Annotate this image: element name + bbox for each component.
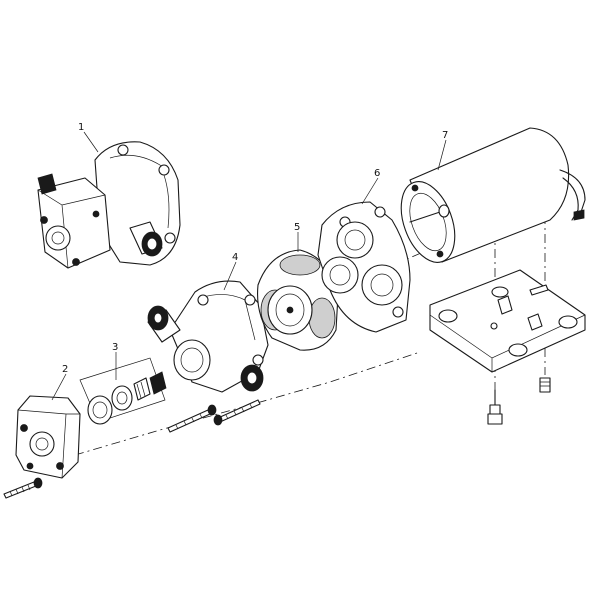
lower-assembly-axis (74, 351, 421, 456)
chamber-right (361, 264, 403, 306)
motor-shaft (409, 211, 441, 223)
pump-head-rear-housing (94, 141, 181, 266)
callout-part-6: 6 (374, 168, 380, 179)
part-4-pump-housing (147, 280, 269, 433)
chamber-upper (336, 221, 374, 259)
bracket-grommet-2 (508, 343, 528, 357)
housing-screw-2 (217, 399, 261, 423)
housing-inlet-bore (173, 339, 211, 381)
front-cap-check-port (45, 225, 71, 251)
callout-part-4: 4 (232, 252, 238, 263)
bracket-grommet-3 (558, 315, 578, 329)
callout-part-5: 5 (294, 222, 300, 233)
valve-disc (111, 385, 133, 411)
callout-part-2: 2 (62, 364, 68, 375)
part-6-chamber-housing (317, 201, 411, 333)
part-callouts: 1 2 3 4 5 6 7 (51, 122, 448, 401)
part-1-pump-head-assembly (37, 141, 181, 269)
callout-part-7: 7 (442, 130, 448, 141)
valve-spring (133, 377, 151, 401)
part-5-diaphragm-plate (257, 249, 339, 351)
part-7-motor (400, 127, 586, 425)
part-2-front-cap (3, 395, 81, 499)
chamber-left (321, 256, 359, 294)
mounting-bolt-left-head (489, 404, 501, 415)
valve-retainer (149, 371, 167, 395)
motor-lead-wire-1 (559, 169, 586, 216)
motor-lead-wire-2 (562, 177, 579, 221)
bracket-grommet-1 (438, 309, 458, 323)
top-port-fitting (37, 173, 57, 195)
valve-seat (87, 395, 113, 425)
callout-part-3: 3 (112, 342, 118, 353)
part-3-valve-kit (79, 357, 167, 425)
housing-screw-1 (167, 409, 211, 433)
motor-mounting-bracket (429, 269, 586, 373)
callout-part-1: 1 (78, 122, 84, 133)
front-cap-screw (3, 481, 37, 499)
motor-end-cap (400, 181, 456, 263)
